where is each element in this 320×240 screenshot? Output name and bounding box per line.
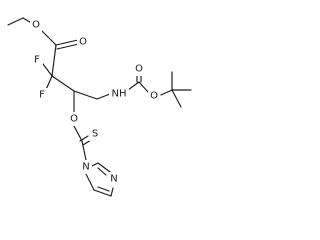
atom-label-o-boc-carbonyl: O <box>135 64 143 75</box>
atom-label-nh: NH <box>112 89 127 100</box>
atom-label-o-thio: O <box>70 114 78 125</box>
atom-f-upper: F <box>32 53 43 67</box>
atom-layer: O O F F NH O O O <box>30 18 160 186</box>
atom-label-f-lower: F <box>39 90 45 101</box>
atom-f-lower: F <box>37 88 48 102</box>
atom-label-o-boc-ester: O <box>150 91 158 102</box>
atom-nh: NH <box>109 87 129 101</box>
bond-ring-c2-c3-inner <box>97 186 110 192</box>
bond-cq-me-low <box>171 89 182 108</box>
bond-ch2-nh <box>96 93 111 100</box>
bond-ring-n2-c4-inner <box>97 167 107 176</box>
bond-ring-n2-c4 <box>97 162 111 173</box>
bond-c1-o-carbonyl-b <box>56 43 80 50</box>
atom-o-thio: O <box>68 112 80 126</box>
bond-cs-n-imidazole <box>81 140 87 161</box>
bond-ring-n1-c2 <box>85 173 95 191</box>
bond-ring-c4-n1 <box>91 162 99 167</box>
atom-label-f-upper: F <box>34 55 40 66</box>
bond-ch3-ch2 <box>7 17 24 26</box>
bond-ring-c2-c3 <box>93 189 112 197</box>
bond-c1-o-carbonyl-a <box>55 39 79 46</box>
atom-label-o-carbonyl: O <box>79 37 87 48</box>
bond-cs-s-a <box>79 135 89 142</box>
atom-o-carbonyl: O <box>77 36 89 50</box>
atom-label-s: S <box>92 129 98 140</box>
bond-c2-c3 <box>51 75 75 92</box>
atom-o-boc-carbonyl: O <box>133 62 145 76</box>
atom-o-ester: O <box>30 18 42 32</box>
bond-layer <box>7 17 192 197</box>
bond-c1-c2 <box>51 44 57 77</box>
bond-nh-c-boc <box>127 81 140 91</box>
bond-ring-c3-n2 <box>110 187 114 197</box>
molecule-structure-diagram: O O F F NH O O O <box>7 17 192 197</box>
atom-label-o-ester: O <box>32 20 40 31</box>
atom-label-n-imidazole-3: N <box>110 174 117 185</box>
atom-n-imidazole-1: N <box>80 160 92 174</box>
bond-o-thio-cs <box>73 125 83 142</box>
atom-o-boc-ester: O <box>148 89 160 103</box>
bond-o-ester-cq <box>160 89 173 96</box>
atom-n-imidazole-3: N <box>108 172 120 186</box>
bond-c-boc-o-ester <box>138 81 149 93</box>
atom-s: S <box>89 127 100 141</box>
bond-c3-ch2 <box>73 90 98 100</box>
atom-label-n-imidazole-1: N <box>82 162 89 173</box>
